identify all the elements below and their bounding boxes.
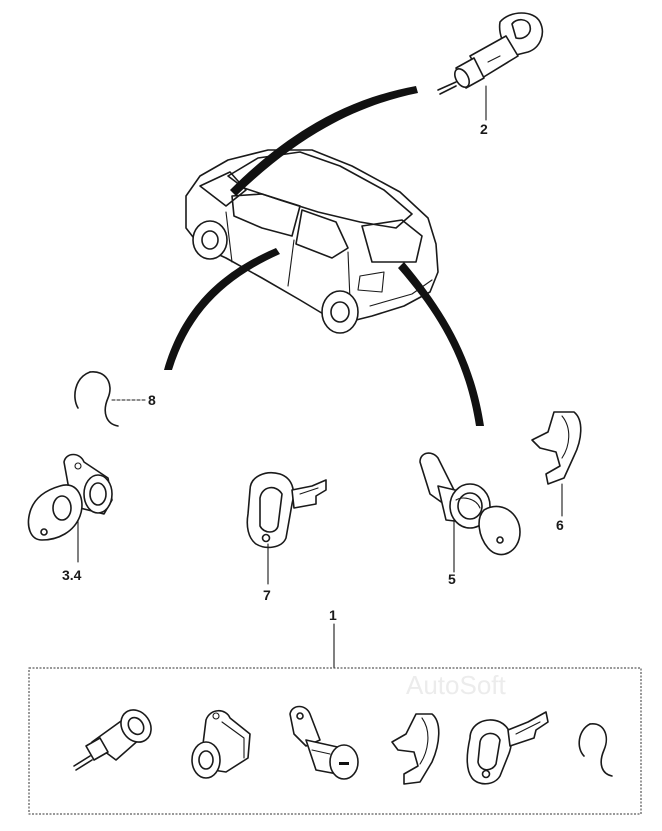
- car-illustration: [185, 149, 439, 334]
- spring-clip-8: [74, 371, 119, 427]
- kit-key: [466, 711, 549, 785]
- kit-tailgate-lock: [289, 705, 359, 780]
- callout-8: 8: [148, 392, 156, 408]
- callout-2: 2: [480, 121, 488, 137]
- callout-7: 7: [263, 587, 271, 603]
- kit-ignition-cylinder: [73, 709, 152, 771]
- callout-labels: 2 8 3.4 7 5 6 1: [62, 121, 564, 623]
- tailgate-lock-5: [419, 452, 521, 556]
- callout-6: 6: [556, 517, 564, 533]
- watermark-text: AutoSoft: [406, 670, 507, 700]
- callout-5: 5: [448, 571, 456, 587]
- kit-box-frame: [28, 667, 642, 815]
- ignition-lock-cylinder: [437, 12, 544, 95]
- callout-leaders: [77, 85, 563, 669]
- leader-arc-tailgate: [398, 262, 484, 426]
- retainer-bracket-6: [531, 411, 582, 485]
- lock-set-kit-box: AutoSoft: [28, 667, 642, 815]
- callout-3-4: 3.4: [62, 567, 82, 583]
- key-blank-7: [246, 472, 327, 549]
- leader-arcs: [164, 86, 484, 426]
- leader-arc-door: [164, 248, 280, 370]
- kit-clip: [578, 723, 613, 777]
- door-lock-cylinder-3-4: [27, 453, 113, 541]
- leader-arc-ignition: [230, 86, 418, 196]
- kit-bracket: [391, 713, 440, 785]
- kit-door-cylinder: [191, 709, 251, 779]
- callout-1: 1: [329, 607, 337, 623]
